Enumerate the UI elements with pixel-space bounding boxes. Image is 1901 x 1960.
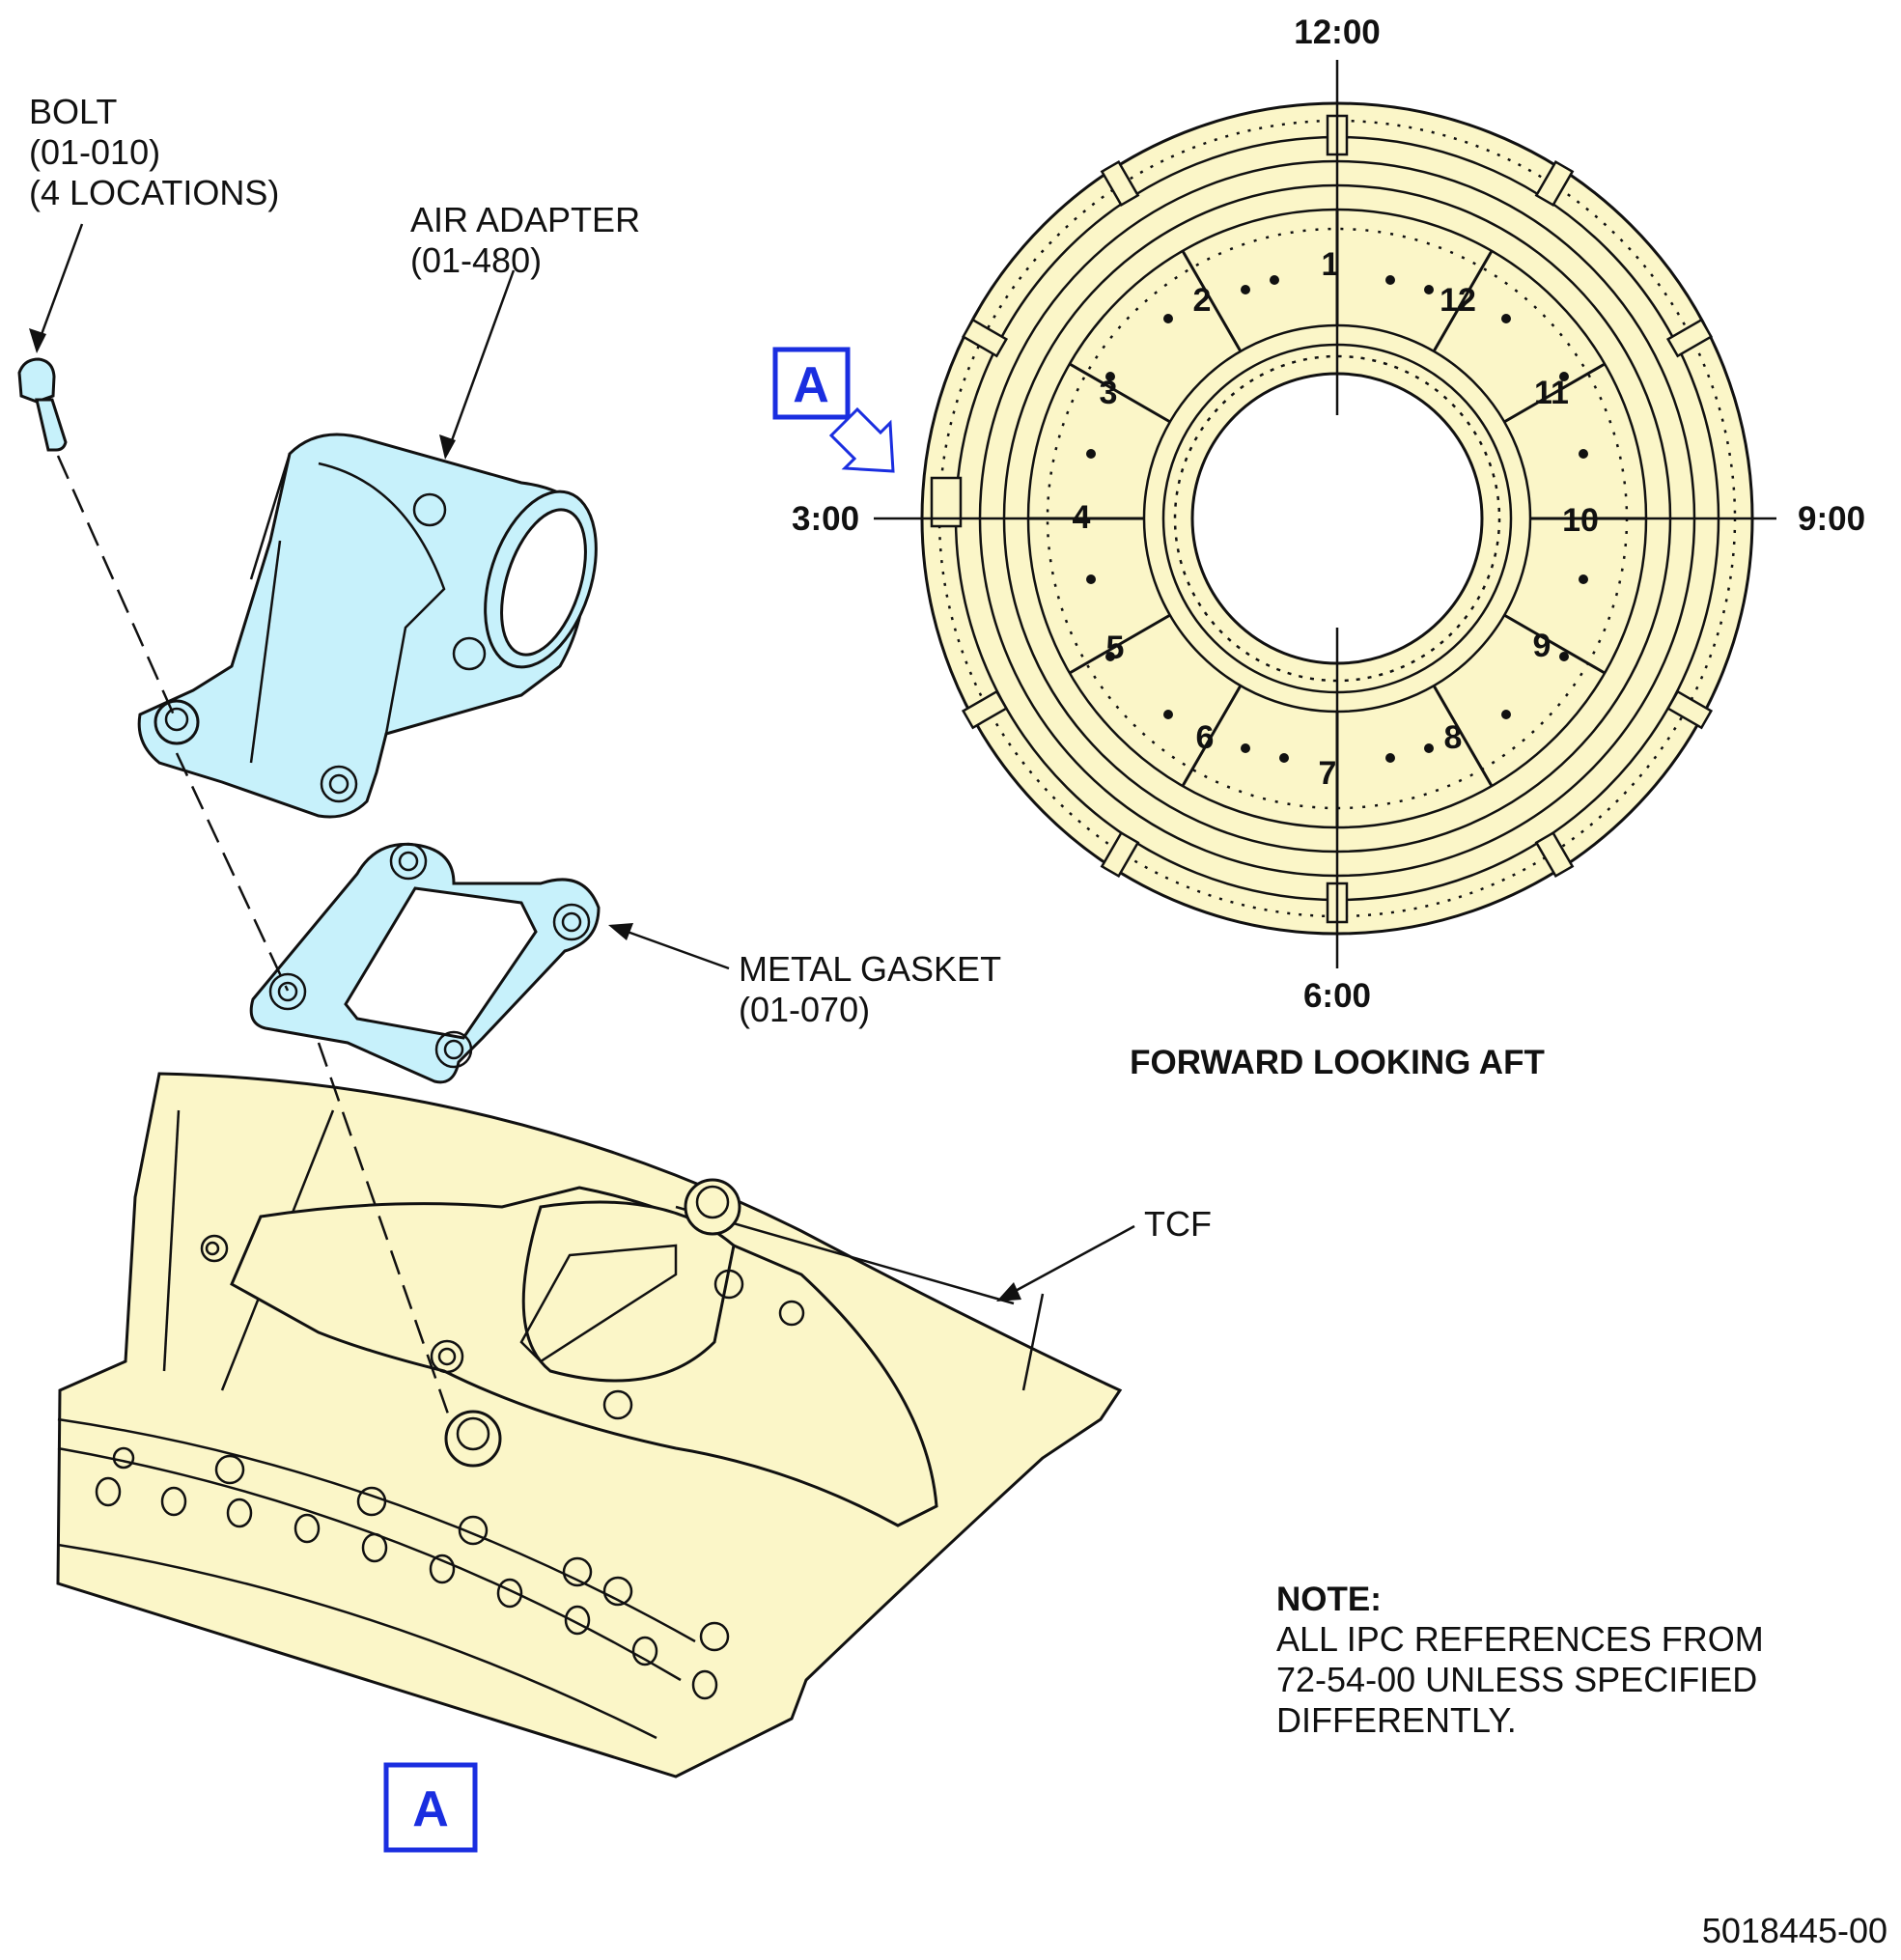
view-callout-a: A [772,347,851,420]
bolt-label-qty: (4 LOCATIONS) [29,173,279,212]
note-heading: NOTE: [1276,1581,1382,1618]
metal-gasket-label-ref: (01-070) [739,990,870,1029]
bolt-head-upper [684,1178,741,1236]
position-2: 2 [1193,282,1212,319]
view-callout-a-text: A [793,357,829,413]
clock-6: 6:00 [1303,977,1371,1015]
position-11: 11 [1534,375,1569,411]
leader-lines [29,223,1135,1302]
position-9: 9 [1533,628,1552,664]
position-1: 1 [1322,246,1340,283]
bolt-head-lower [444,1410,502,1468]
clock-12: 12:00 [1294,14,1381,51]
position-numbers: 1 2 3 4 5 6 7 8 9 10 11 12 [1073,246,1599,792]
position-10: 10 [1562,502,1599,539]
position-6: 6 [1196,719,1215,756]
view-caption: FORWARD LOOKING AFT [1130,1044,1545,1081]
note-line-1: ALL IPC REFERENCES FROM [1276,1619,1764,1659]
figure-id: 5018445-00 [1702,1911,1887,1950]
clock-3: 3:00 [792,500,859,538]
bolt-label: BOLT (01-010) (4 LOCATIONS) [29,92,279,212]
air-adapter-label: AIR ADAPTER (01-480) [410,200,640,280]
frame-hole-row [95,1446,730,1700]
metal-gasket-label: METAL GASKET (01-070) [739,949,1001,1029]
position-3: 3 [1100,375,1118,411]
position-8: 8 [1444,719,1463,756]
note-block: NOTE: ALL IPC REFERENCES FROM 72-54-00 U… [1276,1581,1764,1740]
position-4: 4 [1073,499,1091,536]
assembly-centerline [56,455,452,1420]
bolt-part [17,357,68,452]
detail-callout-a-text: A [412,1781,449,1837]
note-line-2: 72-54-00 UNLESS SPECIFIED [1276,1660,1757,1699]
air-adapter-label-name: AIR ADAPTER [410,200,640,239]
bolt-label-name: BOLT [29,92,117,131]
clock-9: 9:00 [1798,500,1865,538]
metal-gasket-label-name: METAL GASKET [739,949,1001,989]
note-line-3: DIFFERENTLY. [1276,1700,1517,1740]
air-adapter-label-ref: (01-480) [410,240,542,280]
tcf-frame [56,1072,1123,1778]
ring-view [874,60,1776,968]
air-adapter-part [137,433,598,819]
bolt-label-ref: (01-010) [29,132,160,172]
position-5: 5 [1106,630,1125,666]
position-12: 12 [1440,282,1476,319]
detail-callout-a: A [383,1762,478,1853]
tcf-label: TCF [1144,1204,1212,1244]
metal-gasket-part [249,842,601,1084]
position-7: 7 [1319,755,1337,792]
view-arrow-icon [828,406,895,473]
